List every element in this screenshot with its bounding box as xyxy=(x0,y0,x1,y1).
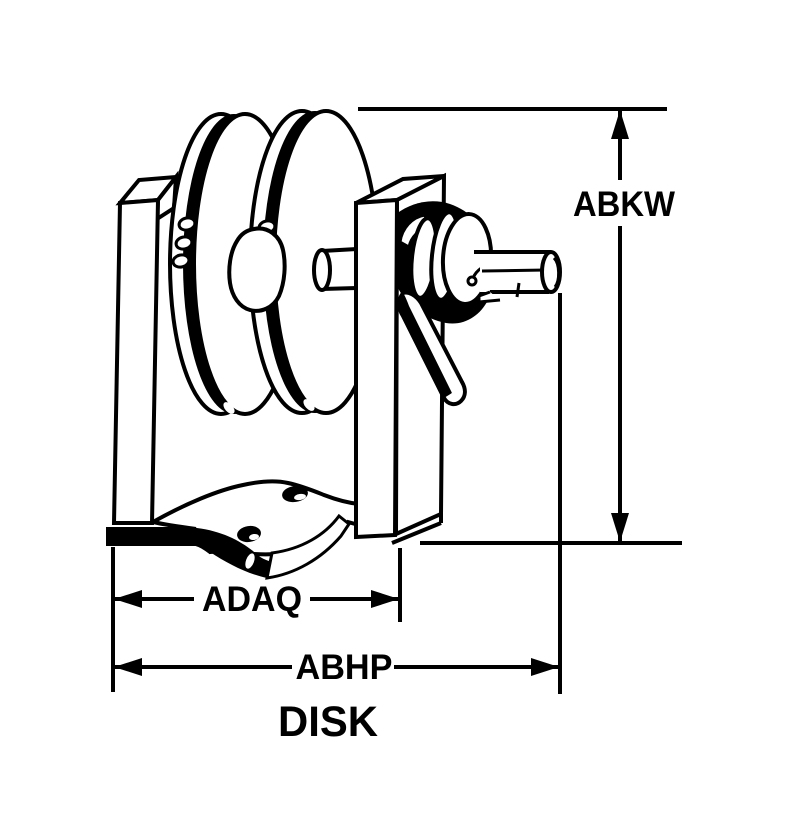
abhp-label: ABHP xyxy=(296,648,393,687)
shaft-tick xyxy=(515,282,521,298)
ratchet-mechanism xyxy=(396,201,494,407)
adaq-label: ADAQ xyxy=(202,580,302,619)
shaft-mid-line xyxy=(481,268,547,273)
axle-stub-cap xyxy=(312,248,332,292)
axle-stub-top-edge xyxy=(321,247,358,253)
dimension-abkw: ABKW xyxy=(358,107,682,545)
arrow-right-icon xyxy=(371,590,399,608)
pawl-lever-shade xyxy=(399,293,452,398)
figure-caption: DISK xyxy=(278,698,378,746)
arrow-up-icon xyxy=(611,110,629,139)
shaft-end-arc xyxy=(552,256,561,288)
left-disk-rim-notch xyxy=(223,402,235,414)
left-disk-rim-dot xyxy=(177,216,197,232)
left-disk-rim-dot xyxy=(174,235,194,251)
base-plate-hole-highlight xyxy=(294,493,306,501)
hub-pin xyxy=(466,275,478,287)
axle-stub xyxy=(312,247,358,292)
base-plate-lip-notch xyxy=(245,553,255,569)
left-disk-rim-dot xyxy=(171,253,191,269)
dimension-adaq: ADAQ xyxy=(111,547,402,692)
hub-spacer xyxy=(227,226,287,313)
pawl-tip-dot xyxy=(451,391,457,397)
arrow-left-icon xyxy=(114,658,142,676)
base-plate-hole-highlight xyxy=(249,533,259,541)
shaft-step xyxy=(477,290,501,304)
axle-shaft xyxy=(474,250,562,304)
arrow-down-icon xyxy=(611,513,629,542)
left-support-post xyxy=(111,170,181,525)
dimension-abhp: ABHP xyxy=(114,293,562,694)
right-disk-rim-notch xyxy=(303,399,315,411)
axle-stub-bottom-edge xyxy=(321,286,358,291)
bracket-front-face xyxy=(354,197,400,540)
base-plate-lip xyxy=(265,513,352,580)
arrow-left-icon xyxy=(114,590,142,608)
arrow-right-icon xyxy=(531,658,559,676)
bracket-foot-trim xyxy=(391,514,443,545)
base-plate-front-shade xyxy=(107,528,274,578)
post-front-face xyxy=(111,197,161,525)
abkw-label: ABKW xyxy=(573,185,675,224)
